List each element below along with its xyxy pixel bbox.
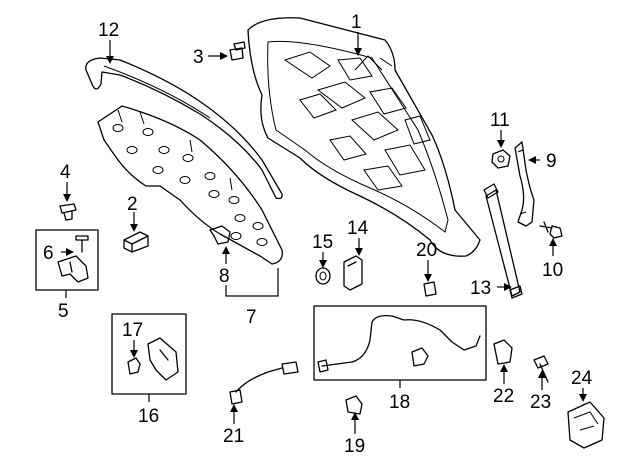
cable-clip: [345, 395, 363, 415]
callout-18: 18: [389, 392, 410, 413]
hood-seal: [85, 57, 283, 200]
callout-5: 5: [58, 301, 69, 322]
hood-support-strut: [483, 183, 523, 299]
callout-13: 13: [470, 278, 491, 299]
callout-9: 9: [546, 151, 557, 172]
clip-8: [209, 225, 231, 245]
callout-12: 12: [98, 20, 119, 41]
bracket-7: [225, 268, 279, 297]
callout-2: 2: [127, 194, 138, 215]
callout-20: 20: [416, 240, 437, 261]
retainer-22: [493, 339, 513, 365]
bumper-20: [423, 281, 437, 297]
cable-box: [313, 305, 487, 381]
bolt-23: [533, 355, 549, 383]
bracket-box: [35, 229, 99, 291]
leader-lines: [61, 32, 587, 434]
callout-7: 7: [246, 307, 257, 328]
hood-bumper: [229, 41, 246, 61]
callout-24: 24: [571, 368, 593, 389]
callout-1: 1: [351, 12, 362, 33]
callout-21: 21: [223, 426, 244, 447]
clip-2: [123, 231, 149, 253]
hood-hinge: [514, 141, 535, 227]
callout-4: 4: [60, 162, 71, 183]
hinge-nut: [491, 149, 511, 169]
clip-14: [343, 255, 363, 291]
callout-3: 3: [193, 47, 204, 68]
hinge-bolt: [539, 221, 563, 239]
callout-6: 6: [43, 243, 54, 264]
callout-8: 8: [219, 266, 230, 287]
hood-insulator: [97, 105, 283, 265]
callout-labels: 1 2 3 4 5 6 7 8 9 10 11 12 13 14 15 16 1…: [43, 12, 593, 457]
callout-19: 19: [344, 436, 365, 457]
callout-16: 16: [138, 406, 159, 427]
hood-latch: [567, 401, 605, 449]
callout-17: 17: [122, 320, 143, 341]
callout-23: 23: [530, 392, 551, 413]
callout-11: 11: [490, 110, 510, 131]
callout-22: 22: [493, 386, 514, 407]
grommet: [315, 267, 331, 285]
release-cable: [229, 361, 299, 405]
callout-15: 15: [312, 232, 333, 253]
callout-14: 14: [347, 218, 369, 239]
push-pin: [59, 203, 77, 221]
callout-10: 10: [542, 260, 563, 281]
hood-panel: [247, 17, 481, 257]
